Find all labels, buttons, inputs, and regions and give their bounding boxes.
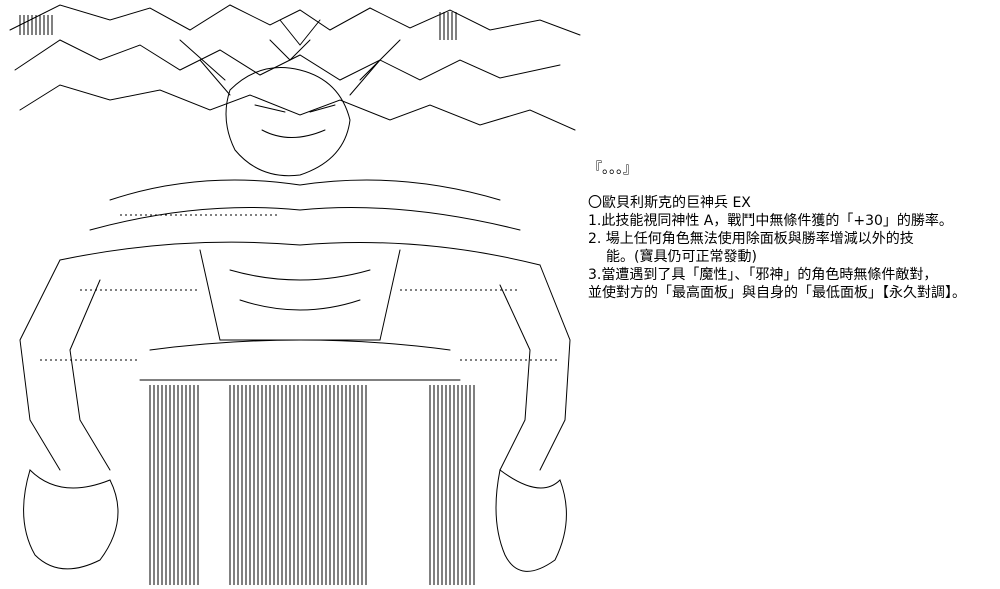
spacer [588,178,998,194]
skill-line-1: 1.此技能視同神性 A，戰鬥中無條件獲的「+30」的勝率。 [588,213,953,229]
skill-line-3-continued: 並使對方的「最高面板」與自身的「最低面板」【永久對調】。 [588,285,966,301]
ascii-art-panel [9,4,581,585]
skill-description-panel: 『。。。』 〇歐貝利斯克的巨神兵 EX 1.此技能視同神性 A，戰鬥中無條件獲的… [588,160,998,302]
skill-line-2: 2. 場上任何角色無法使用除面板與勝率增減以外的技 [588,231,914,247]
skill-line-2-continued: 能。(寶具仍可正常發動) [606,249,757,265]
skill-title: 〇歐貝利斯克的巨神兵 EX [588,195,751,211]
skill-header: 『。。。』 [588,161,637,177]
ascii-art-giant-god-soldier [9,4,581,585]
skill-line-3: 3.當遭遇到了具「魔性」、「邪神」的角色時無條件敵對， [588,267,938,283]
